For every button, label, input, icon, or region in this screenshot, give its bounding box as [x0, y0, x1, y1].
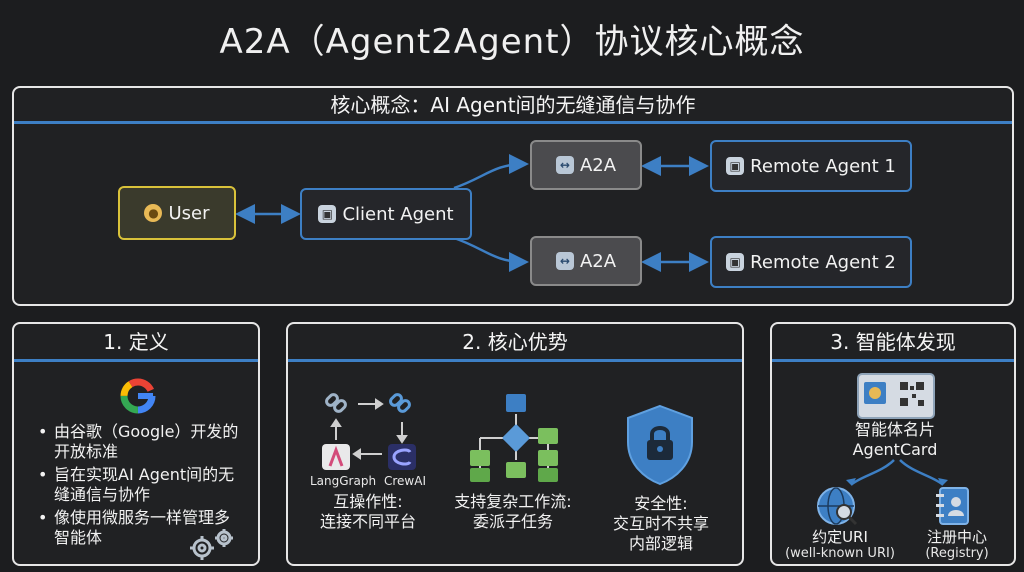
advantages-panel: 2. 核心优势 LangGraph CrewAI 互操作性: 连接不同平台: [286, 322, 744, 566]
core-concept-header: 核心概念：AI Agent间的无缝通信与协作: [14, 88, 1012, 124]
crewai-label: CrewAI: [384, 474, 426, 488]
definition-bullet: 旨在实现AI Agent间的无缝通信与协作: [32, 465, 242, 505]
workflow-desc: 委派子任务: [472, 512, 553, 531]
uri-title: 约定URI: [812, 528, 868, 546]
flow-connectors: [235, 154, 709, 272]
robot-icon: ▣: [726, 157, 745, 175]
agent-card-icon: [857, 373, 935, 419]
remote-agent-1-label: Remote Agent 1: [750, 155, 896, 177]
discovery-header: 3. 智能体发现: [772, 324, 1014, 362]
a2a-node-2: ↔ A2A: [530, 236, 642, 286]
registry-sub: (Registry): [925, 546, 989, 561]
definition-bullet: 像使用微服务一样管理多智能体: [32, 508, 242, 548]
a2a-node-2-label: A2A: [579, 250, 617, 272]
definition-bullets: 由谷歌（Google）开发的开放标准 旨在实现AI Agent间的无缝通信与协作…: [32, 422, 242, 551]
remote-agent-2-node: ▣ Remote Agent 2: [710, 236, 912, 288]
security-desc-line-2: 内部逻辑: [628, 534, 693, 553]
registry-title: 注册中心: [926, 528, 987, 546]
interoperability-graphic: [322, 393, 416, 470]
interoperability-title: 互操作性:: [333, 492, 403, 511]
workflow-tree-graphic: [470, 394, 558, 482]
robot-icon: ▣: [318, 205, 337, 223]
client-a2a2-curve: [453, 236, 529, 272]
swap-icon: ↔: [555, 156, 574, 174]
interoperability-desc: 连接不同平台: [319, 512, 416, 531]
user-node-label: User: [168, 202, 210, 224]
registry-book-icon: [936, 487, 969, 525]
client-agent-label: Client Agent: [342, 203, 454, 225]
uri-sub: (well-known URI): [785, 546, 895, 561]
workflow-title: 支持复杂工作流:: [454, 492, 572, 511]
a2a-node-1: ↔ A2A: [530, 140, 642, 190]
definition-header: 1. 定义: [14, 324, 258, 362]
client-a2a1-curve: [453, 154, 529, 190]
page-title: A2A（Agent2Agent）协议核心概念: [219, 22, 805, 62]
security-desc-line-1: 交互时不共享: [612, 514, 709, 533]
langgraph-label: LangGraph: [310, 474, 377, 488]
definition-panel: 1. 定义 由谷歌（Google）开发的开放标准 旨在实现AI Agent间的无…: [12, 322, 260, 566]
person-icon: ●: [144, 204, 163, 222]
robot-icon: ▣: [726, 253, 745, 271]
agent-card-sub: AgentCard: [852, 440, 938, 459]
a2a-node-1-label: A2A: [579, 154, 617, 176]
user-node: ● User: [118, 186, 236, 240]
definition-bullet: 由谷歌（Google）开发的开放标准: [32, 422, 242, 462]
client-agent-node: ▣ Client Agent: [300, 188, 472, 240]
swap-icon: ↔: [555, 252, 574, 270]
remote-agent-1-node: ▣ Remote Agent 1: [710, 140, 912, 192]
discovery-panel: 3. 智能体发现 智能体名片 AgentCard 约定URI (well-kno…: [770, 322, 1016, 566]
shield-lock-icon: [627, 404, 693, 486]
globe-search-icon: [817, 487, 858, 526]
core-concept-panel: 核心概念：AI Agent间的无缝通信与协作 ● User ▣ Client A…: [12, 86, 1014, 306]
advantages-header: 2. 核心优势: [288, 324, 742, 362]
security-title: 安全性:: [634, 494, 688, 513]
gears-icon: [190, 529, 233, 560]
agent-card-title: 智能体名片: [854, 420, 935, 439]
discovery-branch-arrows: [846, 459, 948, 486]
remote-agent-2-label: Remote Agent 2: [750, 251, 896, 273]
google-logo-icon: [120, 378, 156, 414]
